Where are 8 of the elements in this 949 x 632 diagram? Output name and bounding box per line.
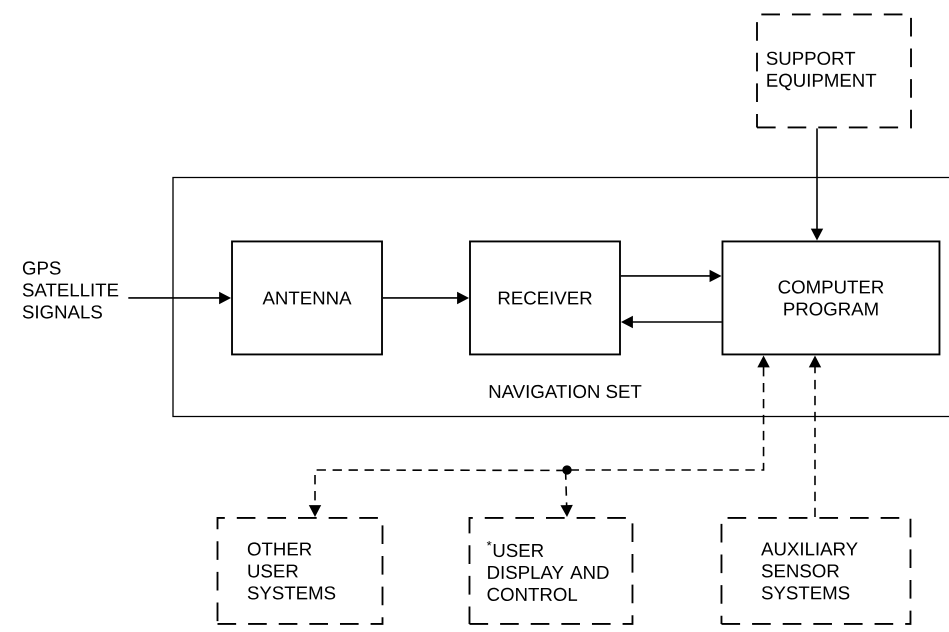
external-box: AUXILIARY SENSOR SYSTEMS — [720, 517, 912, 625]
external-box: OTHER USER SYSTEMS — [216, 517, 384, 625]
external-box: SUPPORT EQUIPMENT — [756, 14, 912, 128]
signal-label: GPS SATELLITE SIGNALS — [22, 261, 118, 319]
process-box: COMPUTER PROGRAM — [722, 240, 940, 356]
process-box: ANTENNA — [231, 240, 383, 356]
process-box: RECEIVER — [469, 240, 621, 356]
external-box: $^{*}$USER DISPLAY AND CONTROL — [468, 517, 634, 625]
